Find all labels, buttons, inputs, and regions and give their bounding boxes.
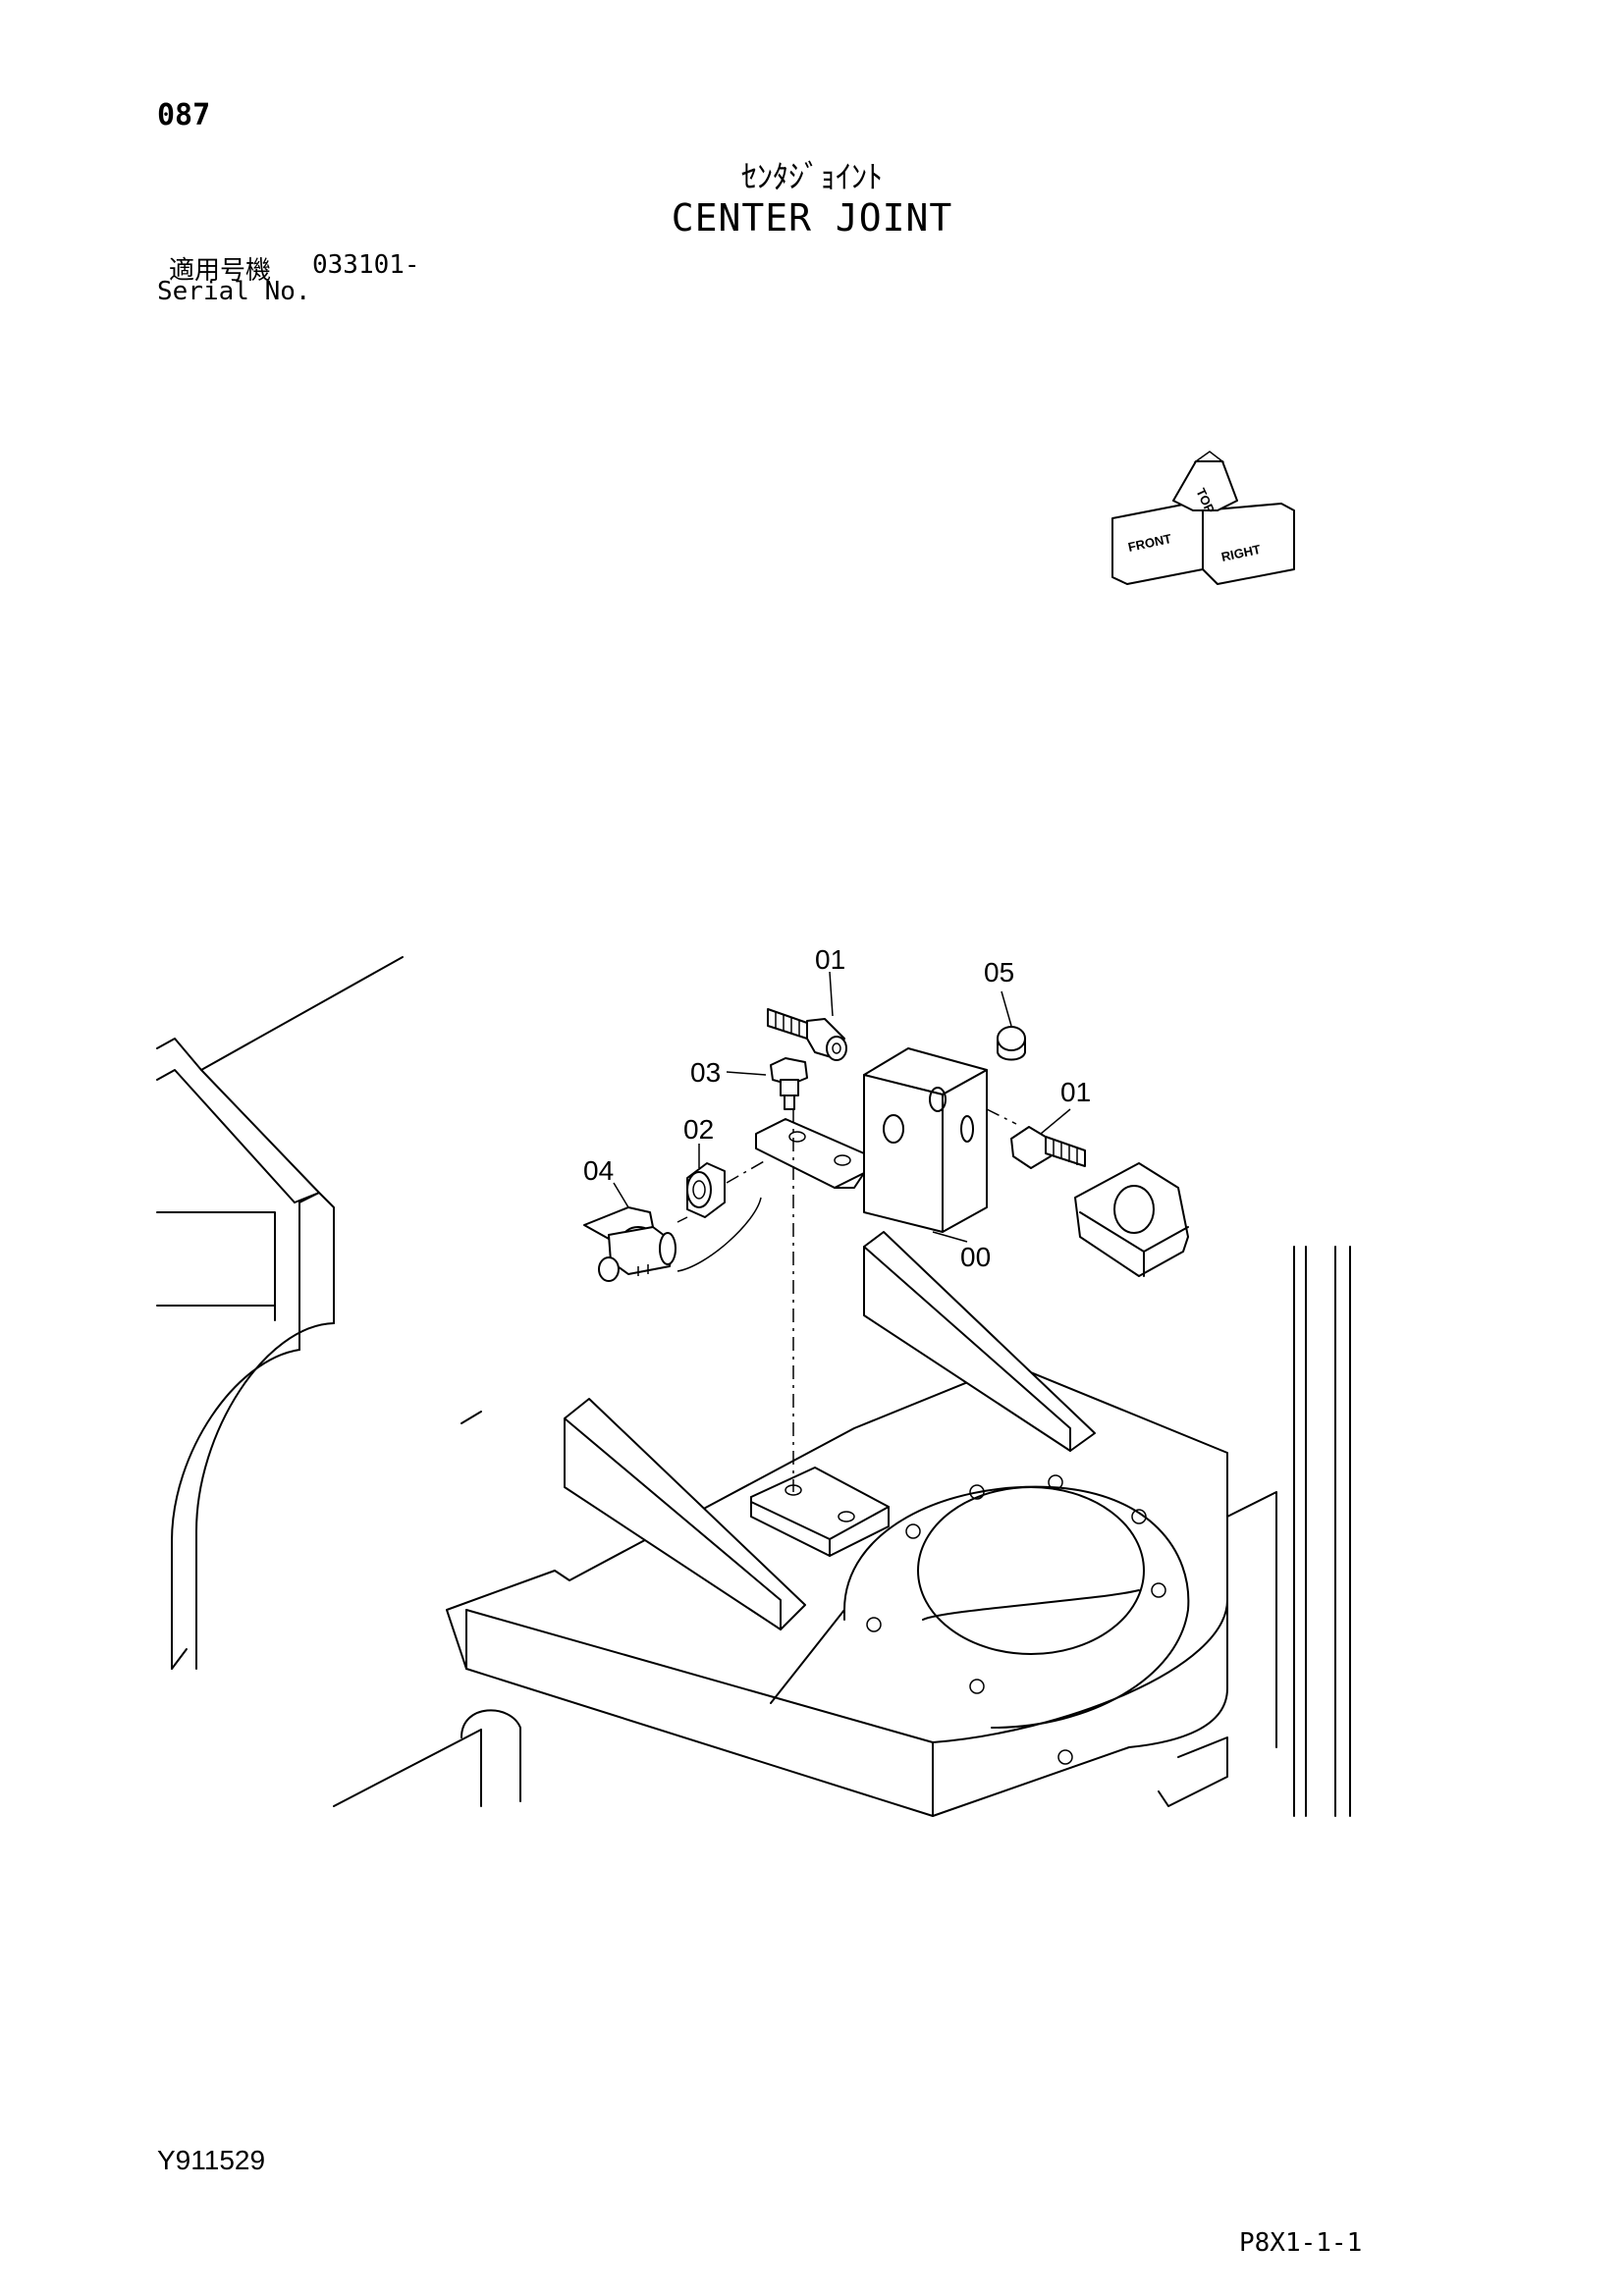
right-frame bbox=[1293, 1246, 1351, 1817]
callout-02: 02 bbox=[683, 1114, 714, 1145]
bracket-plate bbox=[1074, 1162, 1189, 1277]
assembly-lines bbox=[677, 1108, 1017, 1492]
center-joint-block bbox=[755, 1047, 988, 1233]
gusset-ribs bbox=[564, 1231, 1096, 1630]
callout-03: 03 bbox=[690, 1057, 721, 1088]
plug-03 bbox=[770, 1057, 808, 1110]
left-frame bbox=[156, 956, 521, 1807]
mounting-pad bbox=[750, 1467, 890, 1557]
page-number: 087 bbox=[157, 98, 211, 133]
callout-05: 05 bbox=[984, 957, 1014, 988]
fitting-01-lower bbox=[1010, 1126, 1086, 1169]
base-plate bbox=[446, 1363, 1277, 1817]
callout-00: 00 bbox=[960, 1242, 991, 1272]
title-english: CENTER JOINT bbox=[671, 196, 953, 240]
serial-range: 033101- bbox=[312, 250, 420, 280]
ball-valve-04 bbox=[583, 1206, 677, 1282]
serial-label-english: Serial No. bbox=[157, 277, 311, 306]
callout-01-upper: 01 bbox=[815, 944, 845, 975]
fitting-01-upper bbox=[767, 1008, 847, 1061]
figure-code: Y911529 bbox=[157, 2145, 266, 2175]
orientation-indicator: FRONT TOP RIGHT bbox=[1111, 451, 1295, 585]
title-japanese: ｾﾝﾀｼﾞｮｲﾝﾄ bbox=[740, 158, 883, 195]
callout-04: 04 bbox=[583, 1155, 614, 1186]
page-code: P8X1-1-1 bbox=[1239, 2228, 1363, 2258]
cap-05 bbox=[997, 1026, 1026, 1061]
serial-label-japanese: 適用号機 bbox=[169, 256, 272, 286]
callout-01-lower: 01 bbox=[1060, 1077, 1091, 1107]
leader-lines bbox=[613, 971, 1071, 1243]
nut-02 bbox=[686, 1162, 726, 1218]
